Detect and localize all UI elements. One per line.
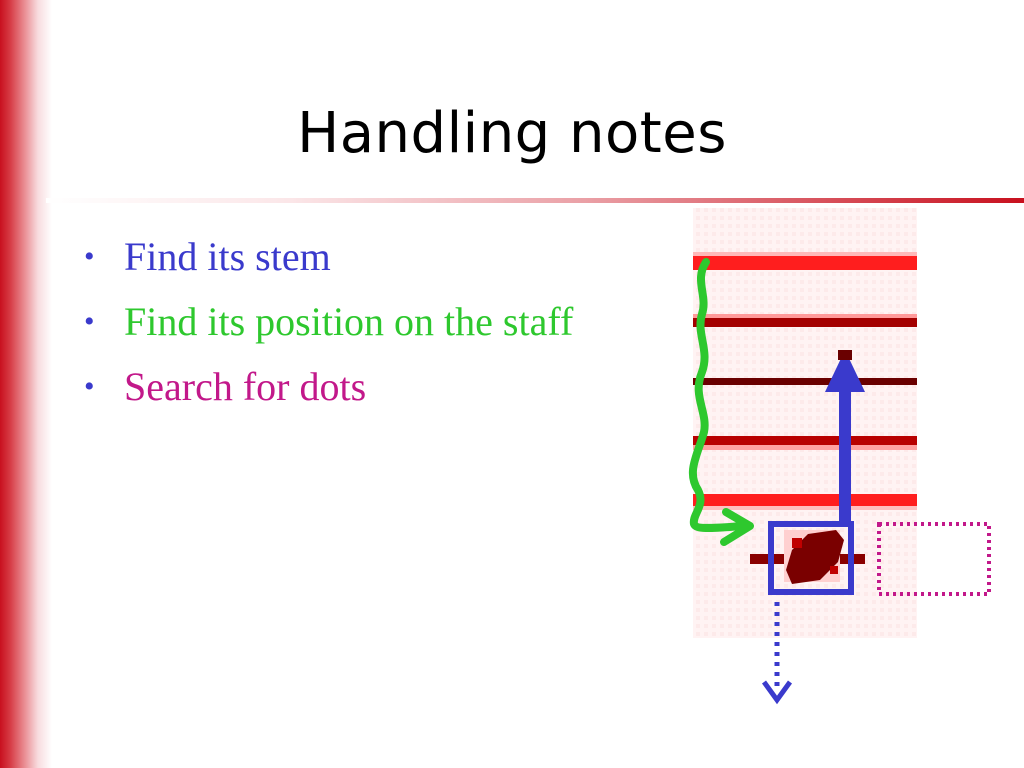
title-divider [46, 198, 1024, 203]
bullet-item-position: • Find its position on the staff [84, 293, 573, 358]
staff-line-3 [693, 378, 917, 385]
bullet-text-dots: Search for dots [124, 364, 367, 409]
staff-line-4-halo [693, 445, 917, 450]
bullet-text-position: Find its position on the staff [124, 299, 574, 344]
bullet-marker: • [84, 240, 95, 273]
staff-line-5-halo [693, 506, 917, 510]
dot-search-box [877, 522, 991, 596]
staff-line-4 [693, 436, 917, 445]
staff-line-2-halo [693, 314, 917, 318]
bullet-marker: • [84, 305, 95, 338]
staff-line-2 [693, 318, 917, 327]
slide-title: Handling notes [297, 101, 727, 166]
note-head-box [768, 521, 854, 595]
dotted-down-arrow [761, 602, 793, 705]
bullet-text-stem: Find its stem [124, 234, 331, 279]
stem-arrow [825, 350, 865, 522]
staff-line-1-halo [693, 252, 917, 256]
staff-line-5 [693, 494, 917, 506]
left-accent-bar [0, 0, 52, 768]
bullet-item-dots: • Search for dots [84, 358, 573, 423]
staff-position-arrow [688, 258, 754, 546]
bullet-list: • Find its stem • Find its position on the… [84, 228, 573, 423]
bullet-item-stem: • Find its stem [84, 228, 573, 293]
note-analysis-figure [688, 208, 991, 705]
bullet-marker: • [84, 370, 95, 403]
note-head [784, 530, 844, 584]
staff-line-1 [693, 256, 917, 270]
